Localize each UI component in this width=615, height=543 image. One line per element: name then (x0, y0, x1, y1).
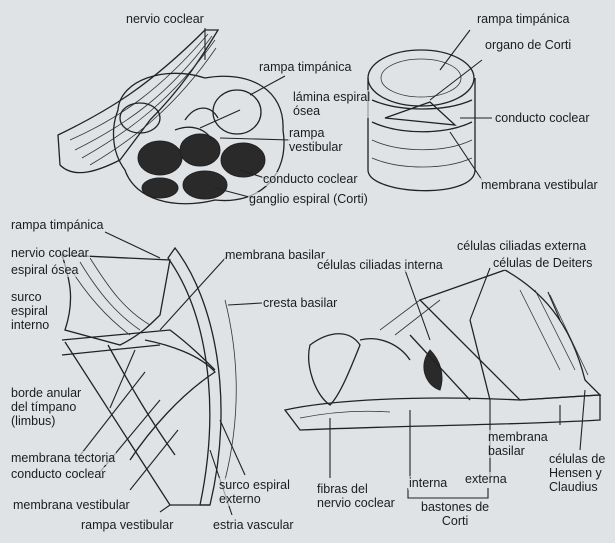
label-membrana-vestibular-top-right: membrana vestibular (480, 178, 599, 192)
label-bastones-de-corti: bastones de Corti (420, 500, 490, 528)
label-conducto-coclear-top-left: conducto coclear (262, 172, 359, 186)
label-fibras-nervio-coclear: fibras del nervio coclear (316, 482, 396, 510)
label-espiral-osea: espiral ósea (10, 263, 79, 277)
label-surco-espiral-interno: surco espiral interno (10, 290, 50, 332)
label-organo-de-corti: organo de Corti (484, 38, 572, 52)
label-rampa-timpanica-top-right: rampa timpánica (476, 12, 570, 26)
label-borde-anular: borde anular del tímpano (limbus) (10, 386, 82, 428)
label-celulas-ciliadas-interna: células ciliadas interna (316, 258, 444, 272)
label-rampa-vestibular-bottom: rampa vestibular (80, 518, 174, 532)
label-rampa-vestibular-top: rampa vestibular (288, 126, 344, 154)
cochlea-section-drawing (58, 30, 284, 204)
label-celulas-hensen-claudius: células de Hensen y Claudius (548, 452, 606, 494)
label-nervio-coclear-bottom: nervio coclear (10, 246, 90, 260)
organ-of-corti-drawing (285, 270, 600, 430)
label-interna: interna (408, 476, 448, 490)
label-conducto-coclear-top-right: conducto coclear (494, 111, 591, 125)
label-cresta-basilar: cresta basilar (262, 296, 338, 310)
label-lamina-espiral-osea: lámina espiral ósea (292, 90, 371, 118)
label-nervio-coclear-top: nervio coclear (125, 12, 205, 26)
label-externa: externa (464, 472, 508, 486)
label-membrana-basilar-left: membrana basilar (224, 248, 326, 262)
label-rampa-timpanica-bottom: rampa timpánica (10, 218, 104, 232)
label-membrana-vestibular-bottom: membrana vestibular (12, 498, 131, 512)
label-celulas-ciliadas-externa: células ciliadas externa (456, 239, 587, 253)
label-ganglio-espiral: ganglio espiral (Corti) (248, 192, 369, 206)
label-celulas-de-deiters: células de Deiters (492, 256, 593, 270)
label-surco-espiral-externo: surco espiral externo (218, 478, 291, 506)
label-rampa-timpanica-top-left: rampa timpánica (258, 60, 352, 74)
label-estria-vascular: estria vascular (212, 518, 295, 532)
label-membrana-basilar-right: membrana basilar (487, 430, 549, 458)
cochlear-duct-cylinder (368, 50, 475, 191)
label-membrana-tectoria: membrana tectoria (10, 451, 116, 465)
label-conducto-coclear-bottom: conducto coclear (10, 467, 107, 481)
